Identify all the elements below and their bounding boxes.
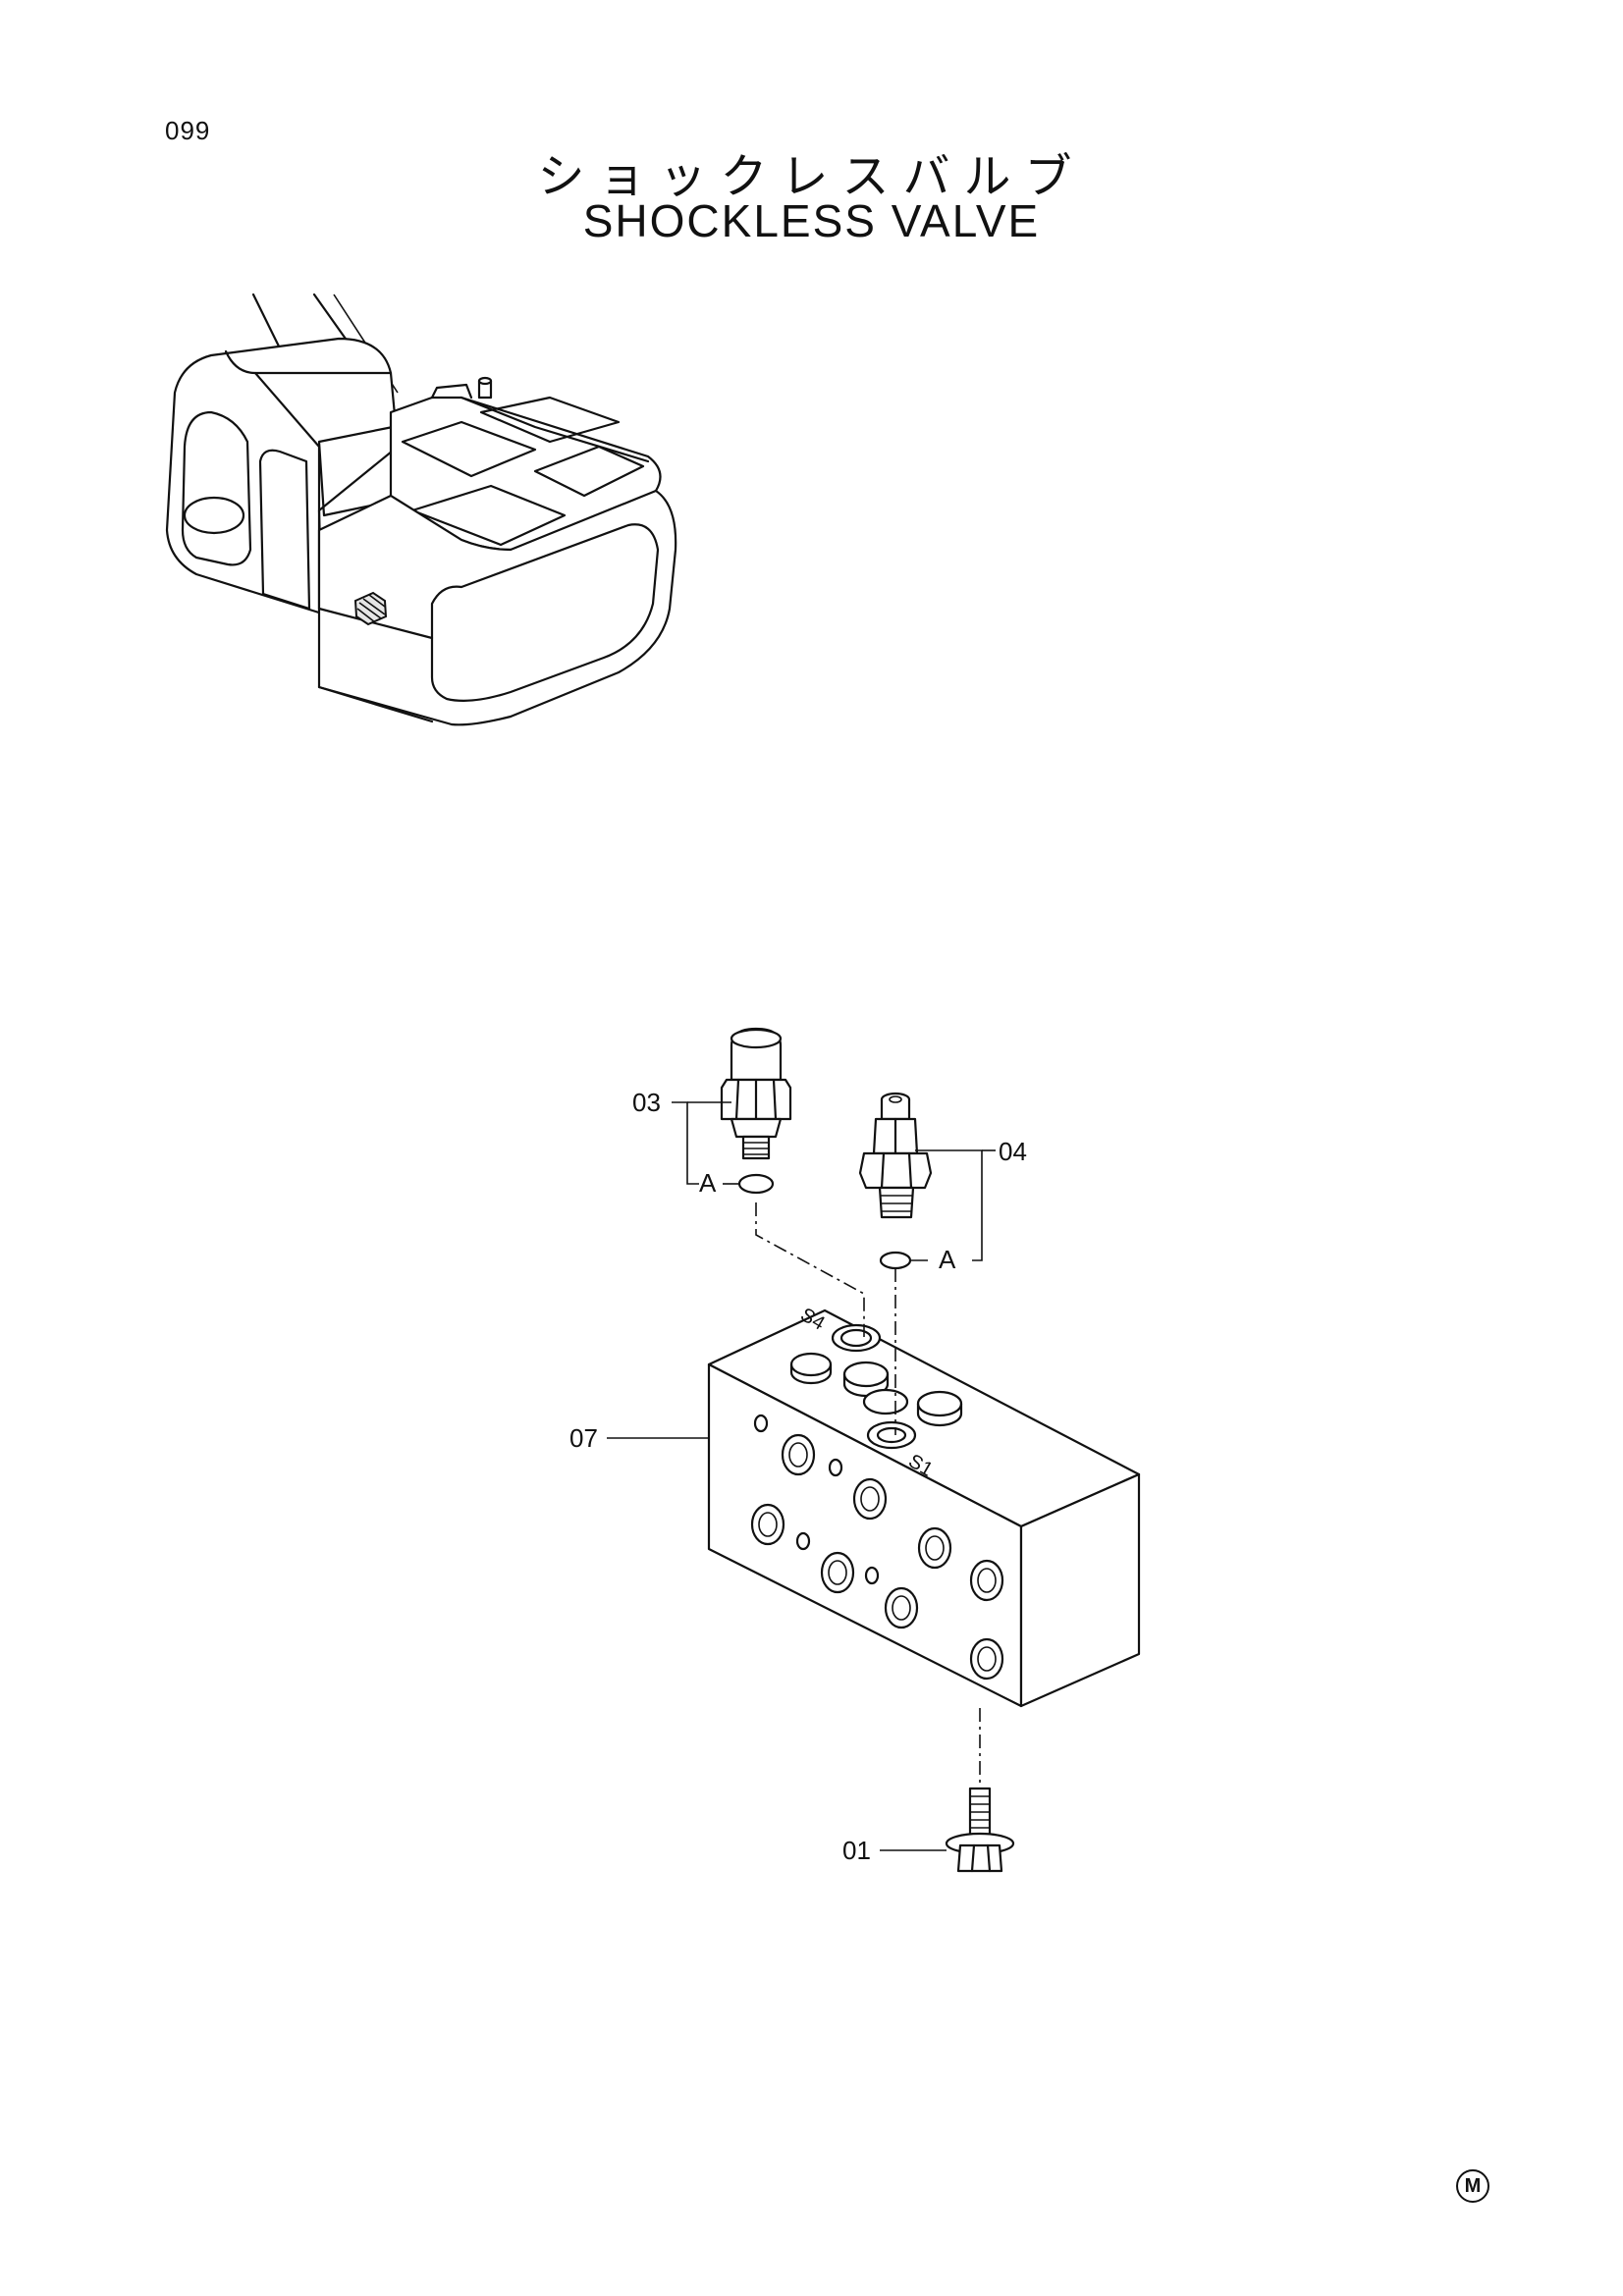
part-03-pressure-switch <box>720 1027 792 1160</box>
callout-part-04: 04 <box>999 1137 1027 1166</box>
callout-part-03: 03 <box>632 1088 661 1117</box>
page-number: 099 <box>165 116 211 145</box>
manufacturer-mark-icon: M <box>1456 2169 1489 2203</box>
callout-ref-a-right: A <box>939 1245 956 1274</box>
machine-location-view <box>165 293 677 726</box>
leader-03 <box>672 1101 699 1185</box>
o-ring-left <box>737 1173 775 1195</box>
callout-part-01: 01 <box>842 1836 871 1865</box>
part-01-bolt <box>945 1787 1015 1873</box>
title-english: SHOCKLESS VALVE <box>582 195 1041 246</box>
callout-part-07: 07 <box>569 1423 598 1453</box>
part-07-valve-block <box>707 1308 1141 1708</box>
title-japanese: ショックレスバルブ <box>537 149 1086 204</box>
part-04-pressure-switch <box>858 1092 933 1219</box>
o-ring-right <box>879 1251 912 1270</box>
callout-ref-a-left: A <box>699 1168 717 1198</box>
leader-04 <box>915 1149 983 1261</box>
